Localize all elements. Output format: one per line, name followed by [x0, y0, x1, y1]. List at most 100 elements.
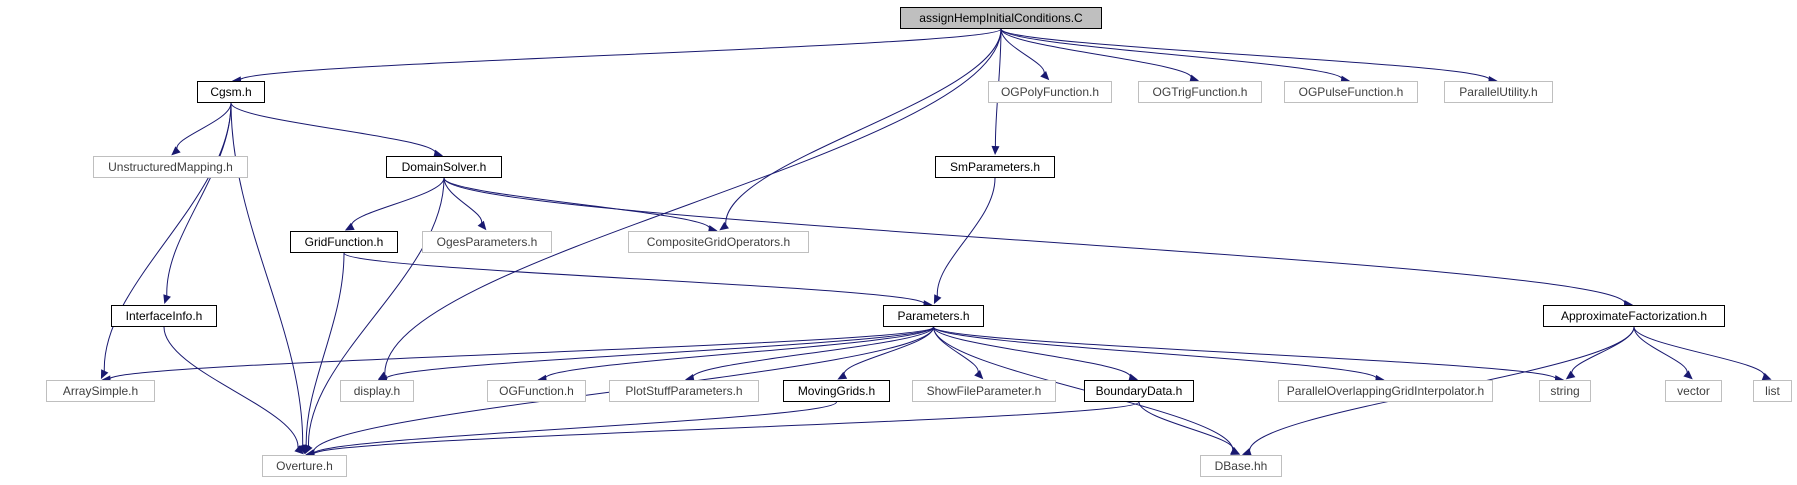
node-cgsm-h[interactable]: Cgsm.h [197, 81, 265, 103]
arrowhead-root-to-ogpoly [1040, 70, 1050, 81]
edge-root-to-cgops [725, 28, 1002, 226]
node-approximatefactorization-h[interactable]: ApproximateFactorization.h [1543, 305, 1725, 327]
node-plotstuffparameters-h[interactable]: PlotStuffParameters.h [609, 380, 759, 402]
node-label: vector [1677, 384, 1710, 398]
edge-cgsm-to-domain [230, 102, 436, 155]
arrowhead-domain-to-gridfunc [344, 222, 355, 231]
node-label: display.h [353, 384, 401, 398]
node-interfaceinfo-h[interactable]: InterfaceInfo.h [111, 305, 217, 327]
arrowhead-params-to-bdata [1128, 373, 1139, 382]
node-ogtrigfunction-h[interactable]: OGTrigFunction.h [1138, 81, 1262, 103]
node-label: DomainSolver.h [401, 160, 487, 174]
node-label: BoundaryData.h [1095, 384, 1183, 398]
node-label: Parameters.h [897, 309, 970, 323]
edge-cgsm-to-iface [166, 102, 232, 297]
node-label: OGPolyFunction.h [1000, 85, 1100, 99]
edge-params-to-bdata [933, 326, 1131, 379]
arrowhead-cgsm-to-unstr [171, 146, 181, 156]
node-label: PlotStuffParameters.h [625, 384, 743, 398]
arrowhead-smparams-to-params [933, 294, 942, 305]
node-arraysimple-h[interactable]: ArraySimple.h [46, 380, 155, 402]
edge-domain-to-oges [443, 177, 482, 225]
arrowhead-root-to-smparams [991, 145, 1000, 156]
node-ogpulsefunction-h[interactable]: OGPulseFunction.h [1284, 81, 1418, 103]
node-ogpolyfunction-h[interactable]: OGPolyFunction.h [988, 81, 1112, 103]
node-domainsolver-h[interactable]: DomainSolver.h [386, 156, 502, 178]
edge-root-to-ogpoly [1000, 28, 1045, 75]
edge-cgsm-to-overture [230, 102, 304, 447]
edge-gridfunc-to-overture [305, 252, 345, 447]
node-unstructuredmapping-h[interactable]: UnstructuredMapping.h [93, 156, 248, 178]
edge-root-to-ogtrig [1000, 28, 1192, 80]
node-compositegridoperators-h[interactable]: CompositeGridOperators.h [628, 231, 809, 253]
node-label: SmParameters.h [949, 160, 1041, 174]
edge-params-to-arrsimple [108, 326, 934, 380]
node-label: MovingGrids.h [797, 384, 876, 398]
arrowhead-approx-to-string [1565, 370, 1576, 380]
node-label: ParallelUtility.h [1459, 85, 1538, 99]
node-overture-h[interactable]: Overture.h [262, 455, 347, 477]
node-label: InterfaceInfo.h [125, 309, 203, 323]
edge-approx-to-list [1633, 326, 1765, 377]
node-label: OGTrigFunction.h [1152, 85, 1248, 99]
node-label: ShowFileParameter.h [926, 384, 1042, 398]
node-parameters-h[interactable]: Parameters.h [883, 305, 984, 327]
edge-bdata-to-dbase [1138, 401, 1234, 452]
node-dbase-hh[interactable]: DBase.hh [1200, 455, 1282, 477]
edge-params-to-ogfunc [544, 326, 934, 380]
node-assignhempinitialconditions-c[interactable]: assignHempInitialConditions.C [900, 7, 1102, 29]
arrowhead-iface-to-overture [294, 445, 304, 455]
edge-approx-to-string [1571, 326, 1635, 375]
node-label: string [1550, 384, 1580, 398]
edge-cgsm-to-arrsimple [103, 102, 232, 372]
edge-cgsm-to-unstr [176, 102, 232, 151]
arrowhead-params-to-moving [837, 371, 848, 380]
node-parallelutility-h[interactable]: ParallelUtility.h [1444, 81, 1553, 103]
arrowhead-gridfunc-to-overture [302, 444, 311, 455]
node-display-h[interactable]: display.h [340, 380, 414, 402]
edge-root-to-ogpulse [1000, 28, 1343, 81]
node-boundarydata-h[interactable]: BoundaryData.h [1084, 380, 1194, 402]
node-ogesparameters-h[interactable]: OgesParameters.h [422, 231, 552, 253]
arrowhead-cgsm-to-arrsimple [100, 369, 109, 380]
arrowhead-params-to-showfile [974, 370, 984, 380]
arrowhead-domain-to-oges [477, 220, 487, 231]
node-label: OGFunction.h [499, 384, 574, 398]
node-ogfunction-h[interactable]: OGFunction.h [487, 380, 586, 402]
node-gridfunction-h[interactable]: GridFunction.h [290, 231, 398, 253]
edge-root-to-display [384, 28, 1002, 376]
node-smparameters-h[interactable]: SmParameters.h [935, 156, 1055, 178]
node-label: CompositeGridOperators.h [646, 235, 791, 249]
node-label: OGPulseFunction.h [1298, 85, 1404, 99]
edge-root-to-cgsm [239, 28, 1002, 81]
edge-gridfunc-to-params [343, 252, 926, 305]
node-list[interactable]: list [1753, 380, 1792, 402]
arrowhead-params-to-plotstuff [684, 374, 695, 382]
edge-params-to-display [385, 326, 934, 380]
node-movinggrids-h[interactable]: MovingGrids.h [783, 380, 890, 402]
edge-params-to-pogi [933, 326, 1378, 380]
arrowhead-approx-to-list [1761, 372, 1772, 381]
node-vector[interactable]: vector [1665, 380, 1722, 402]
node-label: OgesParameters.h [436, 235, 538, 249]
edge-domain-to-cgops [443, 177, 711, 230]
node-label: GridFunction.h [304, 235, 384, 249]
node-label: list [1765, 384, 1780, 398]
arrowhead-root-to-cgops [719, 221, 729, 231]
node-paralleloverlappinggridinterpolator-h[interactable]: ParallelOverlappingGridInterpolator.h [1278, 380, 1493, 402]
edge-root-to-parutil [1000, 28, 1491, 81]
arrowhead-bdata-to-dbase [1230, 446, 1241, 455]
node-showfileparameter-h[interactable]: ShowFileParameter.h [912, 380, 1056, 402]
edge-domain-to-overture [308, 177, 445, 447]
arrowhead-cgsm-to-domain [433, 149, 444, 158]
edge-domain-to-approx [443, 177, 1626, 305]
arrowhead-approx-to-dbase [1241, 448, 1252, 456]
node-label: Overture.h [276, 459, 333, 473]
node-label: UnstructuredMapping.h [108, 160, 233, 174]
node-label: ArraySimple.h [62, 384, 139, 398]
node-string[interactable]: string [1539, 380, 1591, 402]
edge-params-to-string [933, 326, 1557, 380]
edge-approx-to-vector [1633, 326, 1688, 375]
